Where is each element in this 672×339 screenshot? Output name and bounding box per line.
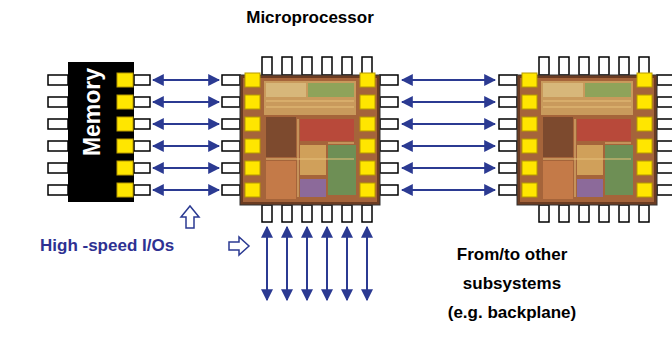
bus-arrow [153,145,219,147]
memory-chip: Memory [48,62,150,202]
microprocessor-chip-graphic [222,57,398,223]
memory-chip-shape [48,62,150,202]
chip-title: Microprocessor [222,8,398,28]
bus-arrow [153,167,219,169]
subsystem-note: From/to other subsystems (e.g. backplane… [445,240,579,327]
second-processor [499,57,672,222]
hollow-arrow-up [181,206,199,228]
io-label: High -speed I/Os [40,236,230,256]
bus-arrow [153,123,219,125]
chip-to-chip-arrows [402,80,495,190]
bus-arrow [153,189,219,191]
bus-arrow [153,79,219,81]
microprocessor-chip: Microprocessor [222,57,398,223]
memory-label: Memory [79,68,105,156]
microprocessor-chip-shape [222,57,398,222]
bus-arrow [153,101,219,103]
hollow-arrow-right [229,237,249,255]
backplane-arrows [267,227,367,300]
